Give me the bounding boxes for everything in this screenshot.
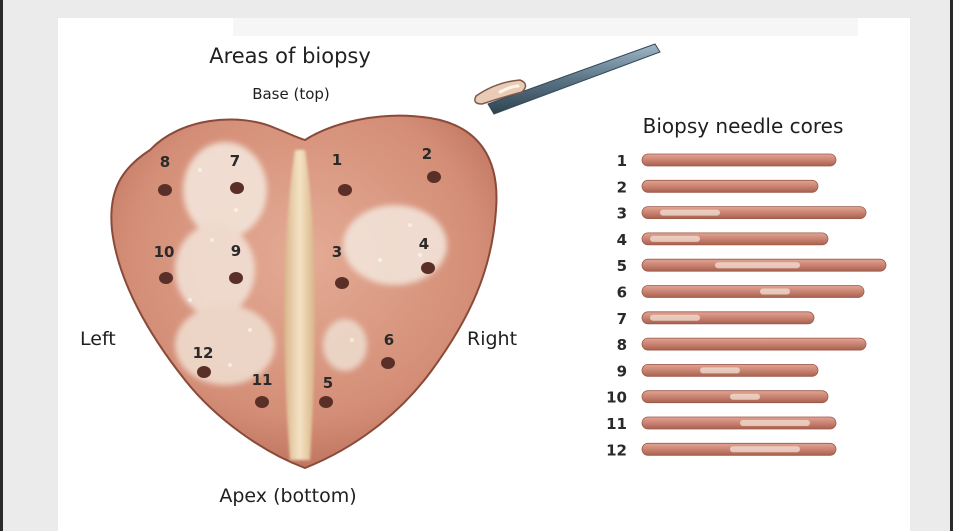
core-highlight-5 bbox=[715, 262, 800, 268]
right-label: Right bbox=[467, 328, 517, 350]
biopsy-site-number-5: 5 bbox=[323, 374, 333, 392]
biopsy-site-number-1: 1 bbox=[332, 151, 342, 169]
biopsy-site-hole-11 bbox=[255, 396, 269, 408]
core-number-7: 7 bbox=[617, 310, 627, 328]
biopsy-site-hole-9 bbox=[229, 272, 243, 284]
core-number-5: 5 bbox=[617, 257, 627, 275]
apex-label: Apex (bottom) bbox=[219, 485, 356, 507]
biopsy-site-number-12: 12 bbox=[193, 344, 214, 362]
biopsy-site-number-7: 7 bbox=[230, 152, 240, 170]
left-label: Left bbox=[80, 328, 116, 350]
core-highlight-9 bbox=[700, 367, 740, 373]
core-highlight-10 bbox=[730, 394, 760, 400]
biopsy-site-number-2: 2 bbox=[422, 145, 432, 163]
core-highlight-3 bbox=[660, 210, 720, 216]
core-highlight-11 bbox=[740, 420, 810, 426]
core-highlight-4 bbox=[650, 236, 700, 242]
core-highlight-7 bbox=[650, 315, 700, 321]
biopsy-site-number-9: 9 bbox=[231, 242, 241, 260]
core-number-10: 10 bbox=[606, 389, 627, 407]
biopsy-site-number-6: 6 bbox=[384, 331, 394, 349]
biopsy-site-hole-2 bbox=[427, 171, 441, 183]
biopsy-site-hole-3 bbox=[335, 277, 349, 289]
biopsy-site-number-3: 3 bbox=[332, 243, 342, 261]
core-highlight-12 bbox=[730, 446, 800, 452]
biopsy-site-hole-1 bbox=[338, 184, 352, 196]
core-number-9: 9 bbox=[617, 362, 627, 380]
core-number-3: 3 bbox=[617, 205, 627, 223]
core-number-12: 12 bbox=[606, 441, 627, 459]
needle-core-8 bbox=[642, 338, 866, 350]
core-number-4: 4 bbox=[617, 231, 627, 249]
biopsy-site-number-8: 8 bbox=[160, 153, 170, 171]
core-highlight-6 bbox=[760, 289, 790, 295]
cores-title: Biopsy needle cores bbox=[643, 114, 844, 138]
core-number-2: 2 bbox=[617, 178, 627, 196]
biopsy-site-number-10: 10 bbox=[154, 243, 175, 261]
biopsy-site-number-4: 4 bbox=[419, 235, 429, 253]
needle-core-6 bbox=[642, 286, 864, 298]
core-number-8: 8 bbox=[617, 336, 627, 354]
base-label: Base (top) bbox=[252, 85, 330, 103]
biopsy-site-hole-10 bbox=[159, 272, 173, 284]
biopsy-site-hole-12 bbox=[197, 366, 211, 378]
biopsy-site-hole-5 bbox=[319, 396, 333, 408]
core-number-11: 11 bbox=[606, 415, 627, 433]
biopsy-site-hole-6 bbox=[381, 357, 395, 369]
biopsy-needle bbox=[475, 44, 660, 114]
biopsy-site-hole-7 bbox=[230, 182, 244, 194]
core-number-6: 6 bbox=[617, 284, 627, 302]
biopsy-site-hole-4 bbox=[421, 262, 435, 274]
needle-core-2 bbox=[642, 180, 818, 192]
core-number-1: 1 bbox=[617, 152, 627, 170]
biopsy-site-number-11: 11 bbox=[252, 371, 273, 389]
needle-core-1 bbox=[642, 154, 836, 166]
biopsy-site-hole-8 bbox=[158, 184, 172, 196]
diagram-title: Areas of biopsy bbox=[209, 44, 371, 68]
